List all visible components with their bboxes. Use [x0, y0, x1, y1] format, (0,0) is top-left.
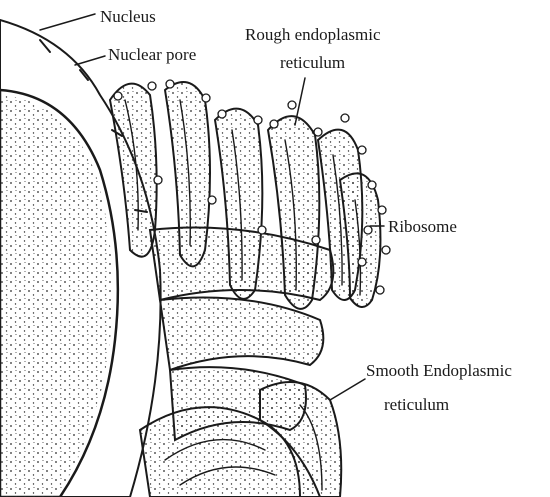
label-ribosome: Ribosome [388, 217, 457, 236]
label-nucleus: Nucleus [100, 7, 156, 26]
nucleoplasm-stipple [0, 95, 112, 497]
leader-ser [330, 379, 365, 400]
leader-nuclear-pore [75, 56, 105, 65]
label-ser-line2: reticulum [384, 395, 449, 414]
leader-nucleus [40, 14, 95, 30]
rough-endoplasmic-reticulum [110, 82, 380, 440]
label-ser-line1: Smooth Endoplasmic [366, 361, 512, 380]
label-nuclear-pore: Nuclear pore [108, 45, 196, 64]
label-rer-line1: Rough endoplasmic [245, 25, 381, 44]
label-rer-line2: reticulum [280, 53, 345, 72]
